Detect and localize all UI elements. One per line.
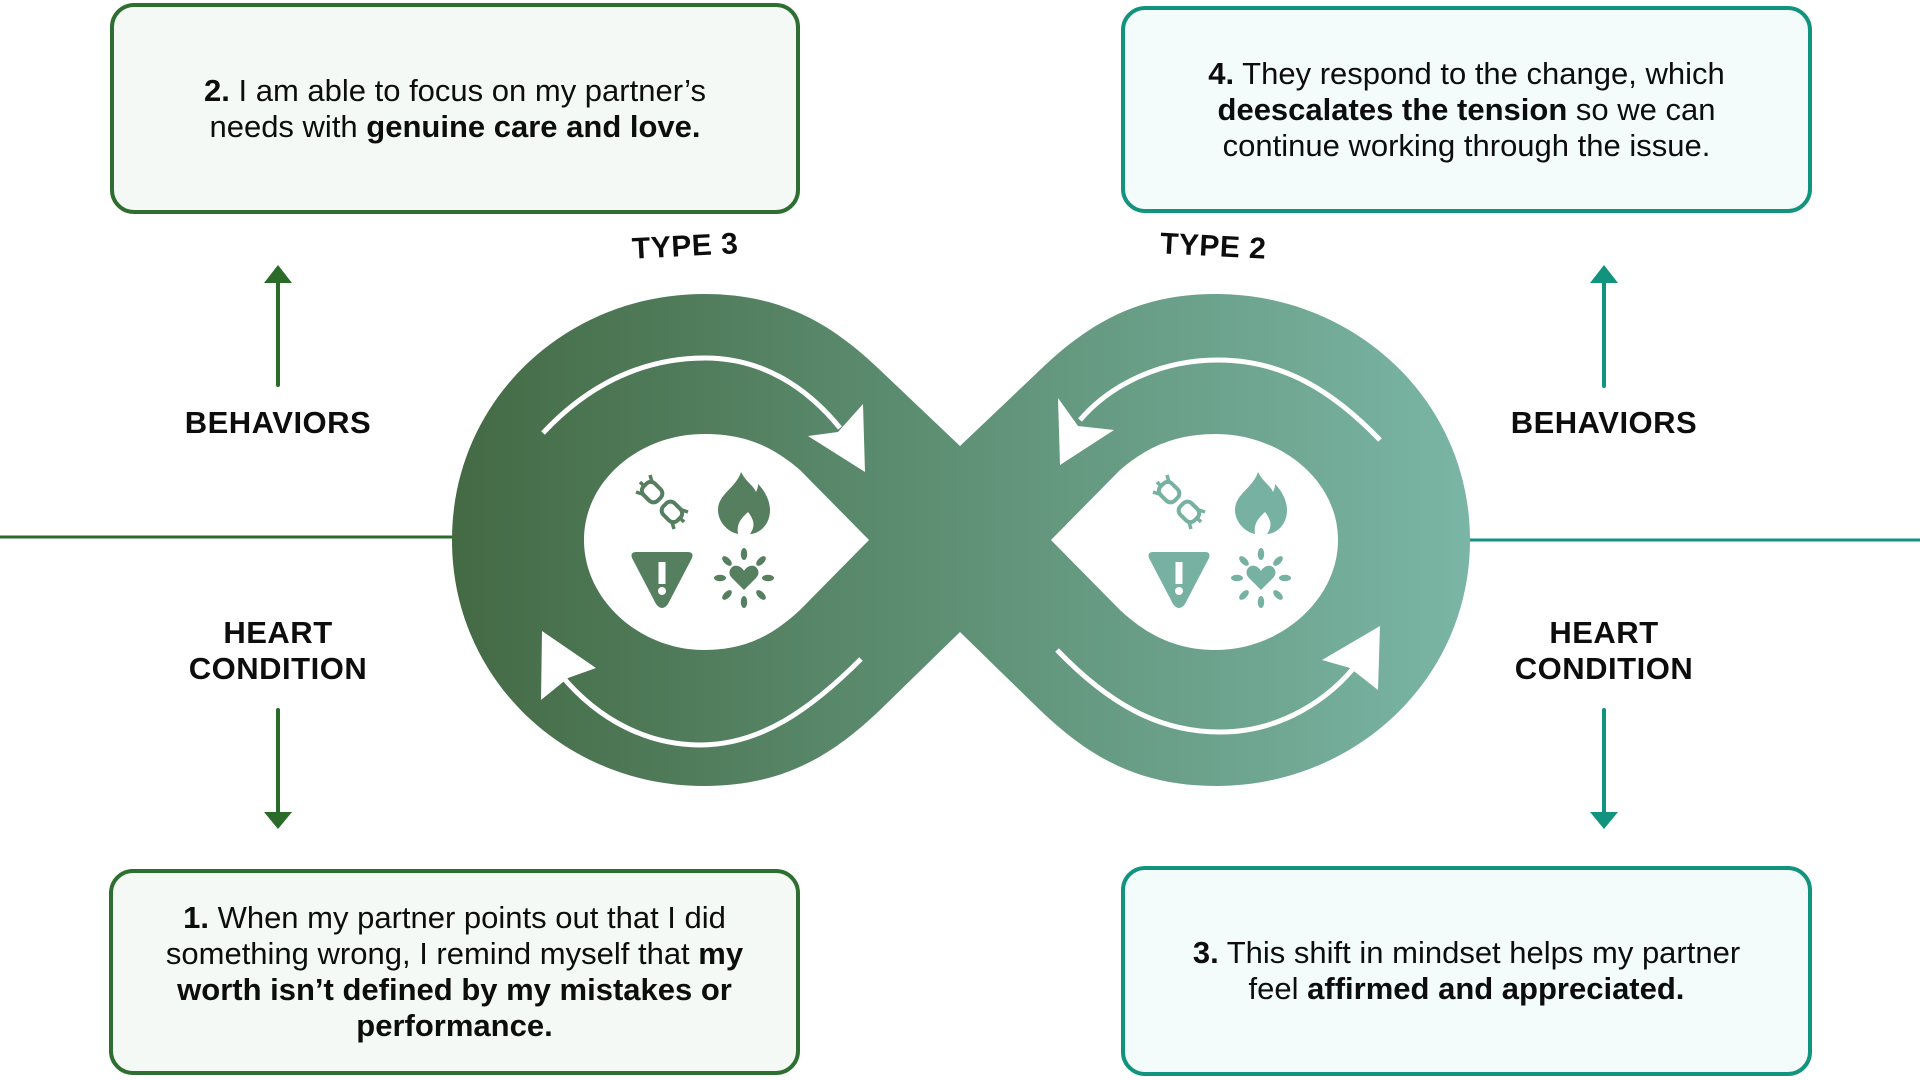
heart-burst-icon xyxy=(714,548,774,608)
left-loop-top-arrow xyxy=(541,355,842,435)
left-loop-bottom-arrow xyxy=(559,657,863,748)
step-emphasis: deescalates the tension xyxy=(1217,91,1568,127)
step-text: This shift in mindset helps my partner f… xyxy=(1218,935,1741,1006)
step-emphasis: genuine care and love. xyxy=(366,108,701,144)
step-text: so we can continue working through the i… xyxy=(1222,91,1716,163)
heart-label-line: HEART xyxy=(223,615,333,650)
condition-label-line: CONDITION xyxy=(188,651,368,686)
left-behaviors-label: BEHAVIORS xyxy=(184,405,372,440)
step-text: They respond to the change, which xyxy=(1234,55,1725,91)
step-2-box: 2. I am able to focus on my partner’s ne… xyxy=(110,3,800,214)
warning-icon xyxy=(631,552,693,608)
type-2-label: TYPE 2 xyxy=(1159,227,1268,266)
step-number: 4. xyxy=(1208,55,1235,91)
warning-icon xyxy=(1148,552,1210,608)
step-number: 3. xyxy=(1192,935,1219,970)
step-number: 1. xyxy=(183,900,209,935)
right-loop-bottom-arrow xyxy=(1055,648,1362,735)
step-3-text: 3. This shift in mindset helps my partne… xyxy=(1187,935,1747,1007)
left-heart-condition-label: HEART CONDITION xyxy=(160,615,396,687)
step-1-text: 1. When my partner points out that I did… xyxy=(153,900,756,1044)
right-loop-top-arrow xyxy=(1078,357,1382,442)
step-2-text: 2. I am able to focus on my partner’s ne… xyxy=(175,73,735,145)
heart-burst-icon xyxy=(1231,548,1291,608)
broken-link-icon xyxy=(635,474,689,530)
right-loop-top-arrowhead xyxy=(1058,398,1114,465)
right-icon-grid xyxy=(1148,472,1291,608)
step-text: I am able to focus on my partner’s needs… xyxy=(209,72,706,144)
left-loop-top-arrowhead xyxy=(808,404,865,472)
step-4-text: 4. They respond to the change, which dee… xyxy=(1177,56,1757,164)
left-behaviors-arrow xyxy=(264,265,292,387)
broken-link-icon xyxy=(1152,474,1206,530)
condition-label-line: CONDITION xyxy=(1514,651,1694,686)
right-heart-condition-label: HEART CONDITION xyxy=(1486,615,1722,687)
step-4-box: 4. They respond to the change, which dee… xyxy=(1121,6,1812,213)
flame-icon xyxy=(718,472,770,534)
left-heart-arrow xyxy=(264,708,292,829)
right-loop-bottom-arrowhead xyxy=(1322,626,1380,690)
step-number: 2. xyxy=(204,72,230,108)
step-emphasis: affirmed and appreciated. xyxy=(1307,971,1685,1006)
right-heart-arrow xyxy=(1590,708,1618,829)
step-text: When my partner points out that I did so… xyxy=(165,900,726,971)
step-emphasis: my worth isn’t defined by my mistakes or… xyxy=(177,936,744,1043)
left-icon-grid xyxy=(631,472,774,608)
left-loop-bottom-arrowhead xyxy=(541,631,596,700)
heart-label-line: HEART xyxy=(1549,615,1659,650)
step-1-box: 1. When my partner points out that I did… xyxy=(109,869,800,1075)
right-behaviors-label: BEHAVIORS xyxy=(1510,405,1698,440)
step-3-box: 3. This shift in mindset helps my partne… xyxy=(1121,866,1812,1076)
type-3-label: TYPE 3 xyxy=(631,227,740,266)
right-behaviors-arrow xyxy=(1590,265,1618,388)
infinity-loop xyxy=(452,294,1470,786)
flame-icon xyxy=(1235,472,1287,534)
